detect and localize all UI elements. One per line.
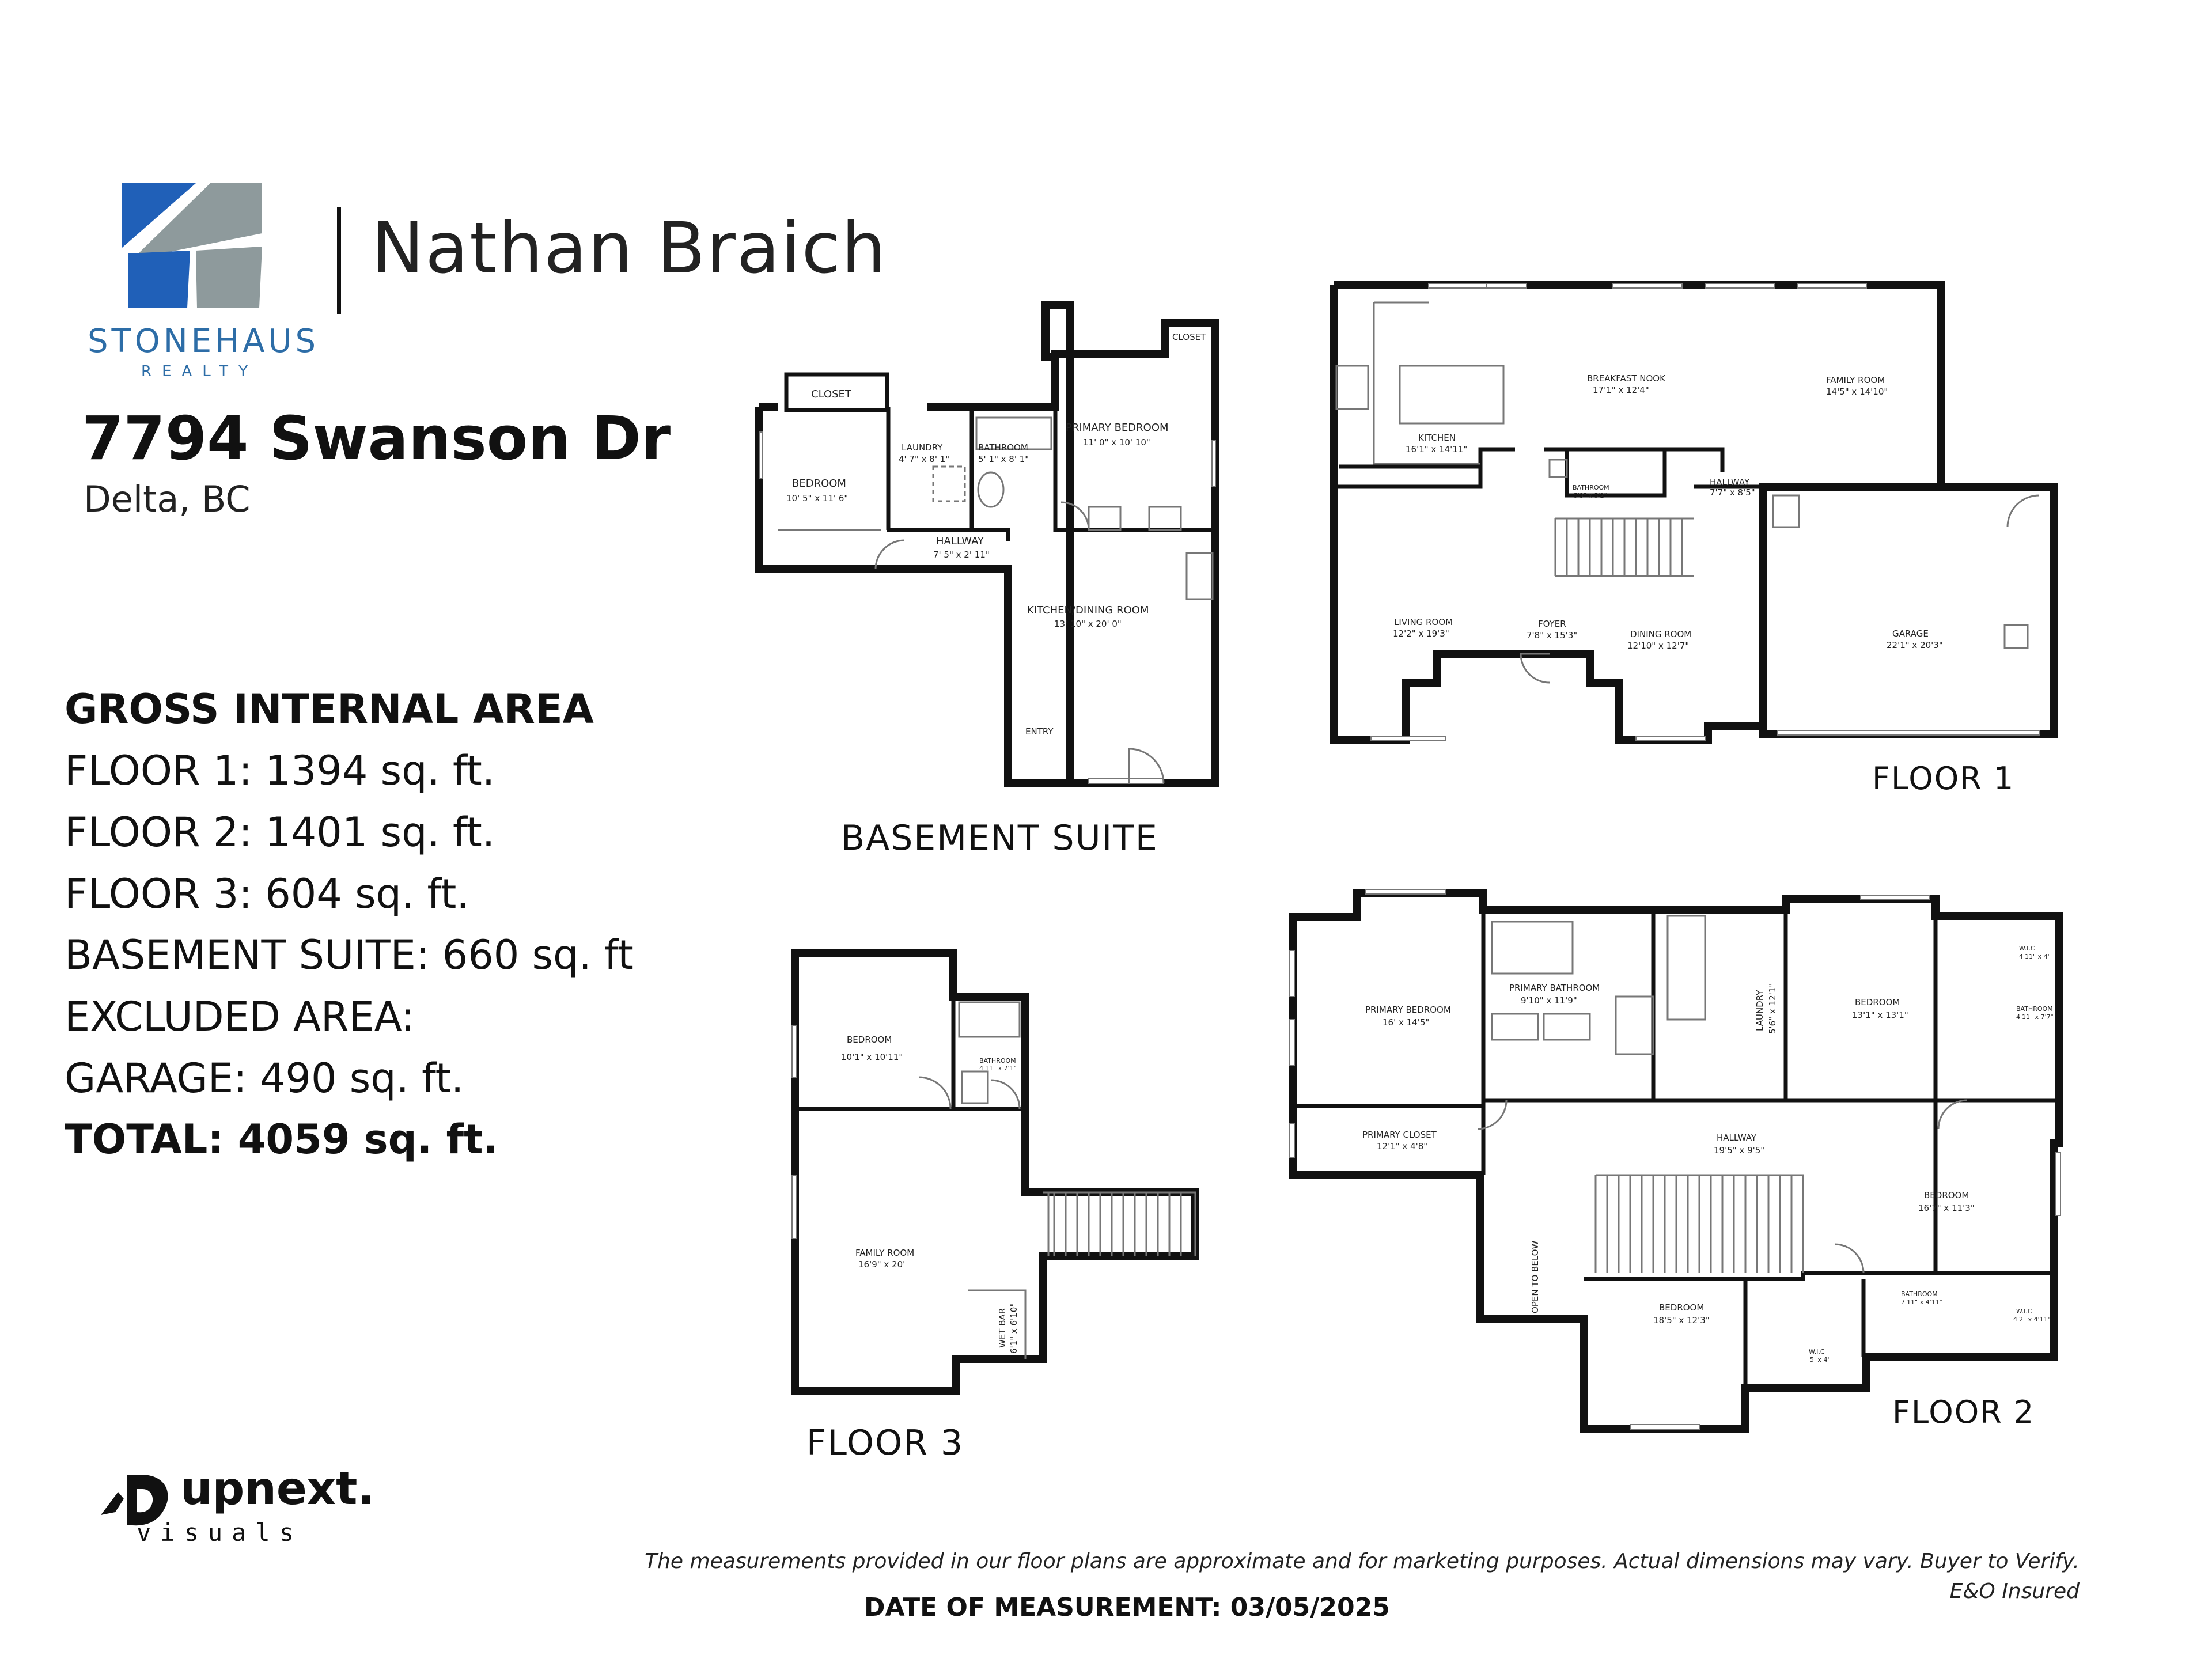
- f2-bath-ne-label: BATHROOM: [2016, 1005, 2053, 1013]
- f2-bedroom-e-label: BEDROOM: [1924, 1190, 1969, 1200]
- bsmt-kitchen-label: KITCHEN/DINING ROOM: [1027, 604, 1149, 616]
- upnext-logo-icon: [101, 1475, 168, 1526]
- f1-kitchen-dim: 16'1" x 14'11": [1406, 444, 1467, 454]
- measurement-date: DATE OF MEASUREMENT: 03/05/2025: [864, 1593, 1390, 1622]
- disclaimer-text: The measurements provided in our floor p…: [645, 1550, 2080, 1573]
- bsmt-hallway-label: HALLWAY: [936, 535, 984, 547]
- f2-hallway-label: HALLWAY: [1717, 1132, 1757, 1143]
- f2-wic-s-label: W.I.C: [1809, 1348, 1825, 1355]
- f2-bedroom-e-dim: 16'7" x 11'3": [1918, 1203, 1975, 1213]
- f3-bathroom-label: BATHROOM: [979, 1057, 1016, 1065]
- f1-hallway-dim: 7'7" x 8'5": [1710, 487, 1755, 498]
- f2-wic-se-label: W.I.C: [2016, 1308, 2032, 1315]
- f2-bedroom-s-dim: 18'5" x 12'3": [1653, 1315, 1710, 1325]
- f1-family-label: FAMILY ROOM: [1826, 375, 1885, 385]
- area-floor2: FLOOR 2: 1401 sq. ft.: [65, 809, 495, 856]
- header-divider: [337, 207, 341, 314]
- f1-hallway-label: HALLWAY: [1710, 477, 1750, 487]
- bsmt-laundry-label: LAUNDRY: [902, 442, 943, 453]
- area-basement: BASEMENT SUITE: 660 sq. ft: [65, 931, 634, 979]
- f2-wic-ne-dim: 4'11" x 4': [2019, 953, 2050, 960]
- f1-living-label: LIVING ROOM: [1394, 617, 1453, 627]
- f2-wic-ne-label: W.I.C: [2019, 945, 2035, 952]
- brand-name: STONEHAUS: [88, 323, 320, 360]
- f3-bathroom-dim: 4'11" x 7'1": [979, 1065, 1017, 1072]
- f2-bedroom-ne-label: BEDROOM: [1855, 997, 1900, 1007]
- f1-kitchen-label: KITCHEN: [1418, 433, 1456, 443]
- f3-family-label: FAMILY ROOM: [855, 1248, 914, 1258]
- f1-bathroom-label: BATHROOM: [1573, 484, 1609, 491]
- bsmt-closet-small-label: CLOSET: [1172, 332, 1206, 342]
- floor2-plan-label: FLOOR 2: [1892, 1394, 2035, 1430]
- f2-laundry-label: LAUNDRY: [1755, 990, 1765, 1031]
- f1-bathroom-dim: 5'3" x 5'2": [1574, 492, 1607, 499]
- f3-wetbar-label: WET BAR: [997, 1308, 1007, 1348]
- bsmt-bedroom-label: BEDROOM: [792, 478, 846, 490]
- insured-text: E&O Insured: [1949, 1580, 2080, 1603]
- f2-primary-bath-dim: 9'10" x 11'9": [1521, 995, 1577, 1006]
- f3-wetbar-dim: 6'1" x 6'10": [1009, 1303, 1019, 1354]
- bsmt-primary-dim: 11' 0" x 10' 10": [1083, 437, 1150, 448]
- f3-bedroom-dim: 10'1" x 10'11": [841, 1052, 903, 1062]
- f2-primary-dim: 16' x 14'5": [1382, 1017, 1429, 1028]
- f1-nook-dim: 17'1" x 12'4": [1593, 385, 1649, 395]
- bsmt-bathroom-label: BATHROOM: [978, 442, 1028, 453]
- bsmt-laundry-dim: 4' 7" x 8' 1": [899, 454, 949, 464]
- area-excluded: EXCLUDED AREA:: [65, 993, 415, 1040]
- bsmt-bathroom-dim: 5' 1" x 8' 1": [978, 454, 1029, 464]
- floor1-plan: KITCHEN 16'1" x 14'11" BREAKFAST NOOK 17…: [1330, 281, 2058, 744]
- f1-foyer-dim: 7'8" x 15'3": [1527, 630, 1577, 641]
- f2-wic-se-dim: 4'2" x 4'11": [2013, 1316, 2051, 1323]
- f1-garage-dim: 22'1" x 20'3": [1887, 640, 1943, 650]
- f2-bath-s-label: BATHROOM: [1901, 1290, 1938, 1298]
- f1-nook-label: BREAKFAST NOOK: [1587, 373, 1666, 384]
- bsmt-kitchen-dim: 13' 10" x 20' 0": [1054, 619, 1122, 629]
- producer-name: upnext.: [180, 1463, 375, 1515]
- brand-sub: REALTY: [141, 363, 258, 380]
- producer-sub: visuals: [137, 1518, 304, 1547]
- f1-foyer-label: FOYER: [1538, 619, 1566, 629]
- bsmt-primary-label: PRIMARY BEDROOM: [1066, 422, 1169, 434]
- f2-laundry-dim: 5'6" x 12'1": [1767, 983, 1778, 1034]
- stonehaus-logo-mark: [122, 183, 262, 308]
- f2-wic-s-dim: 5' x 4': [1810, 1356, 1830, 1363]
- address-street: 7794 Swanson Dr: [82, 403, 671, 474]
- f2-closet-dim: 12'1" x 4'8": [1377, 1141, 1427, 1152]
- floor2-plan: PRIMARY BEDROOM 16' x 14'5" PRIMARY BATH…: [1289, 889, 2063, 1433]
- f1-living-dim: 12'2" x 19'3": [1393, 628, 1449, 639]
- area-floor3: FLOOR 3: 604 sq. ft.: [65, 870, 469, 918]
- f1-dining-dim: 12'10" x 12'7": [1627, 641, 1689, 651]
- f2-bath-ne-dim: 4'11" x 7'7": [2016, 1013, 2054, 1021]
- area-total: TOTAL: 4059 sq. ft.: [65, 1116, 499, 1163]
- f2-open-label: OPEN TO BELOW: [1530, 1241, 1540, 1313]
- basement-plan: CLOSET CLOSET BEDROOM 10' 5" x 11' 6" LA…: [755, 301, 1219, 787]
- floor3-plan-label: FLOOR 3: [806, 1423, 964, 1463]
- f1-dining-label: DINING ROOM: [1630, 629, 1691, 639]
- upnext-logo: upnext. visuals: [95, 1463, 374, 1550]
- stonehaus-logo: [86, 179, 305, 380]
- area-garage: GARAGE: 490 sq. ft.: [65, 1055, 464, 1102]
- f1-garage-label: GARAGE: [1892, 628, 1929, 639]
- f2-primary-label: PRIMARY BEDROOM: [1365, 1005, 1451, 1015]
- f2-bedroom-ne-dim: 13'1" x 13'1": [1852, 1010, 1908, 1020]
- bsmt-closet-top-label: CLOSET: [811, 388, 852, 400]
- address-city: Delta, BC: [84, 478, 251, 520]
- floor1-plan-label: FLOOR 1: [1872, 760, 2015, 797]
- agent-name: Nathan Braich: [372, 207, 887, 289]
- f1-family-dim: 14'5" x 14'10": [1826, 387, 1888, 397]
- f2-primary-bath-label: PRIMARY BATHROOM: [1509, 983, 1600, 993]
- f2-bedroom-s-label: BEDROOM: [1659, 1302, 1704, 1313]
- bsmt-entry-label: ENTRY: [1025, 726, 1054, 737]
- f2-closet-label: PRIMARY CLOSET: [1362, 1130, 1437, 1140]
- f3-bedroom-label: BEDROOM: [847, 1035, 892, 1045]
- bsmt-bedroom-dim: 10' 5" x 11' 6": [786, 493, 848, 503]
- f2-hallway-dim: 19'5" x 9'5": [1714, 1145, 1764, 1156]
- floor3-plan: BEDROOM 10'1" x 10'11" BATHROOM 4'11" x …: [791, 949, 1199, 1395]
- area-heading: GROSS INTERNAL AREA: [65, 685, 594, 733]
- bsmt-hallway-dim: 7' 5" x 2' 11": [933, 550, 990, 560]
- basement-plan-label: BASEMENT SUITE: [841, 818, 1158, 858]
- area-floor1: FLOOR 1: 1394 sq. ft.: [65, 747, 495, 794]
- f3-family-dim: 16'9" x 20': [858, 1259, 905, 1270]
- f2-bath-s-dim: 7'11" x 4'11": [1901, 1298, 1942, 1306]
